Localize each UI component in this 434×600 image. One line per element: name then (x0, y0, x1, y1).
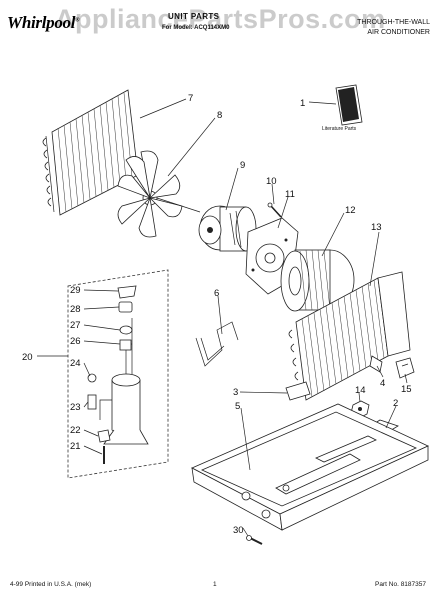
callout-24: 24 (70, 358, 81, 369)
callout-3: 3 (233, 387, 238, 398)
fitting-24 (87, 373, 97, 383)
callout-27: 27 (70, 320, 81, 331)
leader-lines (37, 98, 408, 537)
page-number: 1 (213, 581, 217, 588)
watermark: AppliancePartsPros.com (55, 4, 386, 34)
callout-6: 6 (214, 288, 219, 299)
callout-29: 29 (70, 285, 81, 296)
fan-blade (117, 150, 201, 238)
callout-9: 9 (240, 160, 245, 171)
callout-15: 15 (401, 384, 412, 395)
product-type: THROUGH-THE-WALL AIR CONDITIONER (322, 18, 430, 38)
fitting-26 (119, 339, 132, 351)
brand-registered-mark: ® (75, 17, 80, 24)
callout-28: 28 (70, 304, 81, 315)
callout-4: 4 (380, 378, 385, 389)
fitting-23 (87, 394, 97, 410)
model-number: For Model: ACQ114XM0 (162, 25, 230, 31)
callout-2: 2 (393, 398, 398, 409)
callout-26: 26 (70, 336, 81, 347)
compressor-assembly-group (67, 269, 169, 479)
foam-block (285, 381, 311, 401)
callout-8: 8 (217, 110, 222, 121)
wire-bracket (195, 321, 239, 367)
base-pan (191, 403, 429, 531)
blower-wheel (280, 249, 355, 312)
small-clip (395, 357, 415, 379)
fitting-27 (119, 325, 133, 335)
diagram-title: UNIT PARTS (168, 12, 220, 21)
literature-parts-booklet (335, 84, 363, 126)
condenser-coil (42, 89, 139, 216)
callout-20: 20 (22, 352, 33, 363)
clamp-29 (117, 285, 137, 299)
callout-12: 12 (345, 205, 356, 216)
callout-10: 10 (266, 176, 277, 187)
callout-11: 11 (285, 189, 295, 200)
callout-13: 13 (371, 222, 382, 233)
printed-info: 4-99 Printed in U.S.A. (mek) (10, 581, 92, 588)
callout-7: 7 (188, 93, 193, 104)
callout-30: 30 (233, 525, 244, 536)
brand-logo: Whirlpool® (7, 13, 80, 33)
compressor (99, 318, 149, 445)
fitting-22 (97, 429, 111, 443)
callout-21: 21 (70, 441, 81, 452)
part-number: Part No. 8187357 (375, 581, 426, 588)
base-screw (246, 535, 263, 545)
mounting-screw (267, 202, 282, 218)
fan-motor (198, 205, 266, 252)
callout-1: 1 (300, 98, 305, 109)
literature-parts-label: Literature Parts (322, 126, 357, 132)
grommet-28 (118, 301, 133, 313)
callout-5: 5 (235, 401, 240, 412)
callout-22: 22 (70, 425, 81, 436)
callout-14: 14 (355, 385, 366, 396)
evaporator-coil (288, 271, 411, 401)
product-type-line-1: THROUGH-THE-WALL (357, 19, 430, 26)
callout-23: 23 (70, 402, 81, 413)
brand-name: Whirlpool (7, 13, 76, 32)
product-type-line-2: AIR CONDITIONER (367, 29, 430, 36)
